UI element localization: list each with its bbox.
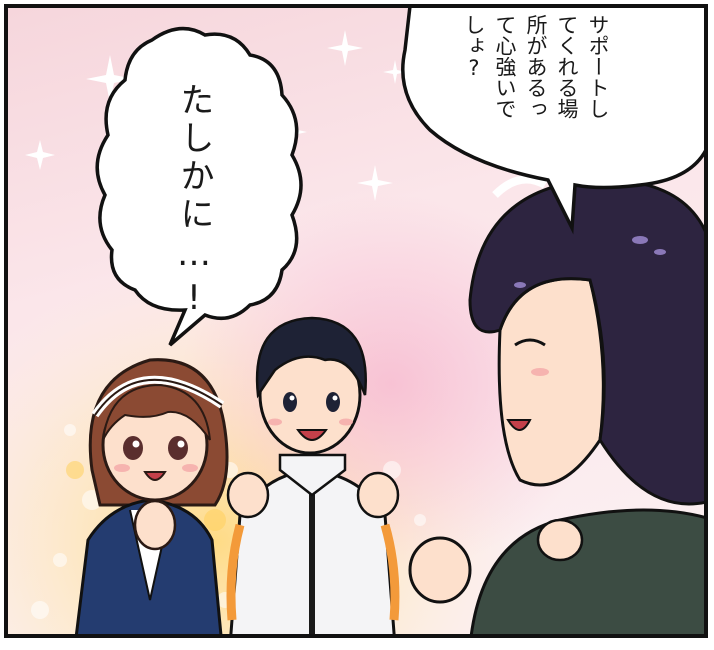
- woman-left: [74, 358, 229, 636]
- woman-right: [408, 175, 706, 636]
- panel-border: [4, 4, 708, 638]
- speech-text-2: サポートしてくれる場所があるって心強いでしょ?: [462, 14, 610, 119]
- man-center: [226, 316, 400, 636]
- speech-bubble-2: [401, 6, 706, 235]
- speech-bubble-1: [95, 26, 303, 347]
- speech-text-1: たしかに…!: [174, 82, 214, 322]
